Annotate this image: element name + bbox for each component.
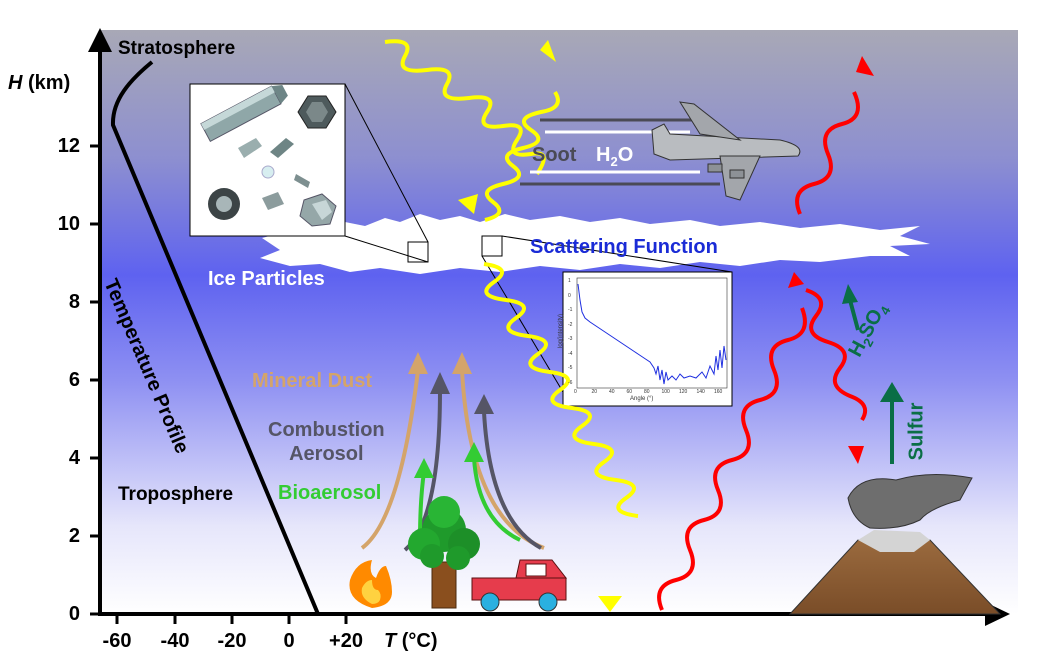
y-axis-title: H (km) — [8, 72, 71, 94]
scattering-inset — [481, 235, 733, 407]
y-tick-label: 10 — [57, 213, 80, 235]
x-tick-label: -60 — [102, 630, 132, 652]
inset-ylabel: log(intensity) — [558, 313, 565, 349]
solar-transmitted-ray — [483, 262, 639, 518]
inset-y-tick-label: -1 — [568, 307, 573, 313]
inset-x-tick-label: 100 — [661, 389, 670, 395]
aerosol-arrowheads — [408, 352, 494, 478]
inset-x-tick-label: 80 — [644, 389, 650, 395]
h2o-label: H2O — [596, 144, 634, 169]
inset-y-tick-label: -4 — [568, 350, 573, 357]
thermal-radiation — [657, 56, 874, 611]
x-tick-label: 0 — [283, 630, 295, 652]
tree-icon — [408, 496, 480, 609]
y-tick-label: 8 — [68, 291, 80, 313]
mineral-dust-label: Mineral Dust — [252, 370, 373, 392]
ice-particles-label: Ice Particles — [208, 268, 325, 290]
thermal-ray-1 — [657, 307, 807, 611]
combustion-aerosol-label: Combustion Aerosol — [268, 419, 385, 465]
airplane-icon — [651, 101, 801, 201]
inset-y-tick-label: 1 — [568, 278, 571, 284]
x-axis-ticks — [115, 614, 348, 624]
scattering-curve — [577, 283, 727, 385]
troposphere-label: Troposphere — [118, 484, 234, 505]
y-tick-label: 6 — [68, 369, 80, 391]
inset-y-tick-label: -5 — [568, 365, 573, 371]
soot-label: Soot — [532, 144, 577, 166]
y-tick-label: 12 — [57, 135, 80, 157]
stratosphere-label: Stratosphere — [118, 38, 236, 59]
inset-y-tick-label: -6 — [568, 379, 573, 386]
fire-icon — [349, 560, 392, 608]
ice-crystal-inset — [189, 83, 429, 263]
inset-x-tick-label: 140 — [696, 389, 705, 395]
thermal-ray-3 — [805, 288, 867, 422]
inset-x-tick-label: 60 — [626, 389, 633, 395]
y-tick-label: 4 — [68, 447, 80, 469]
inset-x-tick-label: 40 — [609, 389, 615, 395]
inset-xlabel: Angle (°) — [630, 396, 654, 402]
x-tick-label: -40 — [160, 630, 190, 652]
inset-x-tick-label: 0 — [574, 389, 577, 395]
y-tick-label: 0 — [68, 603, 80, 625]
sulfur-label: Sulfur — [905, 402, 928, 461]
y-tick-label: 2 — [68, 525, 80, 547]
scattering-function-label: Scattering Function — [530, 236, 718, 258]
inset-x-tick-label: 160 — [714, 389, 723, 395]
solar-radiation — [384, 39, 639, 612]
volcano-icon — [788, 473, 1002, 615]
thermal-ray-2 — [795, 91, 860, 215]
inset-x-tick-label: 20 — [591, 389, 598, 395]
temperature-profile-line — [110, 60, 320, 615]
inset-y-tick-label: -2 — [568, 321, 573, 328]
inset-x-tick-label: 120 — [679, 389, 688, 395]
bioaerosol-label: Bioaerosol — [278, 482, 382, 504]
solar-reflected-ray — [484, 90, 560, 222]
x-axis-title: T (°C) — [384, 630, 438, 652]
sulfur-arrows — [842, 284, 904, 464]
inset-y-tick-label: -3 — [568, 336, 573, 342]
y-axis-ticks — [90, 144, 100, 616]
x-tick-label: -20 — [217, 630, 247, 652]
y-axis-arrow — [88, 28, 112, 52]
truck-icon — [471, 559, 568, 612]
inset-y-tick-label: 0 — [568, 292, 571, 299]
x-tick-label: +20 — [329, 630, 363, 652]
